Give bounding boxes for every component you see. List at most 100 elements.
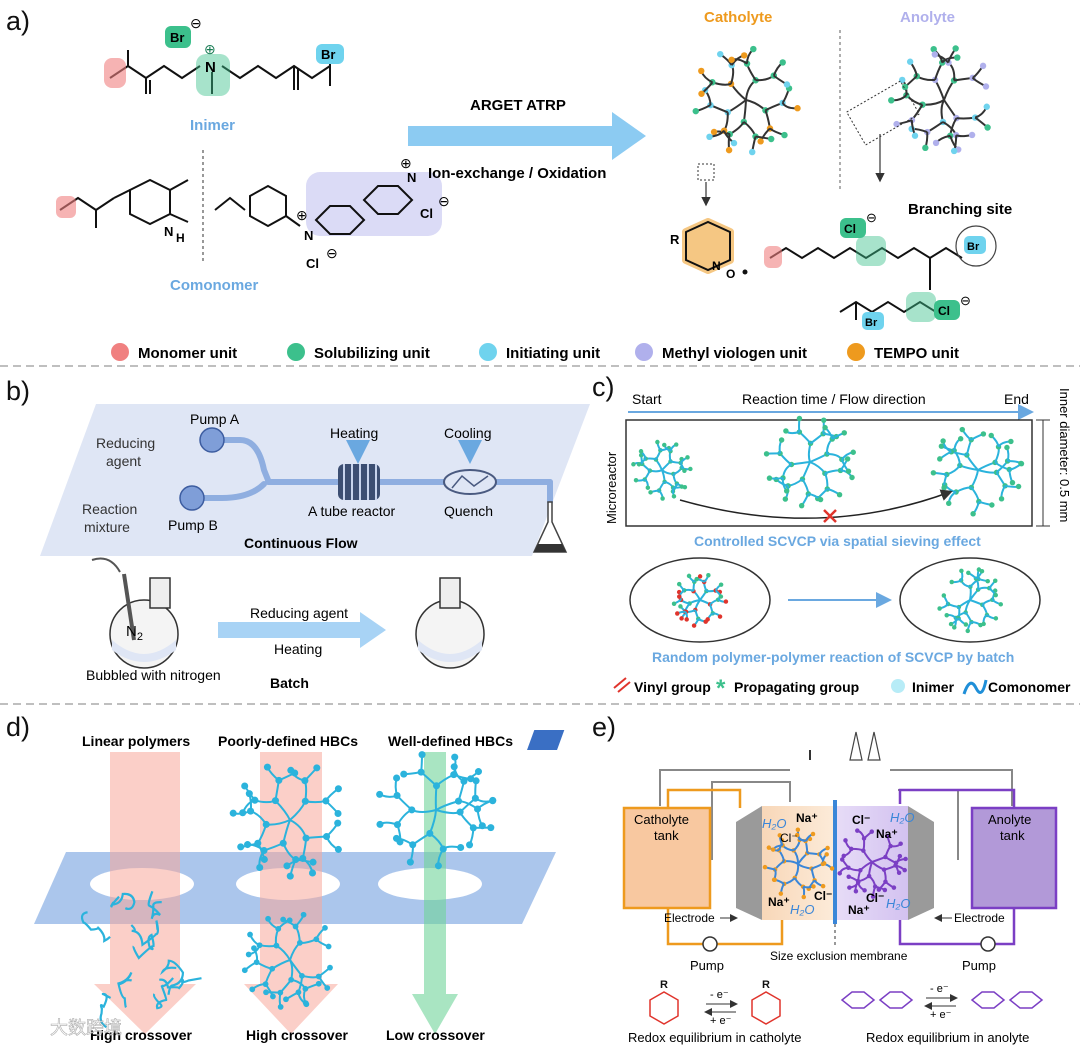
catholyte-zoom-box	[697, 163, 715, 181]
legend-propagating: Propagating group	[734, 679, 859, 695]
d-poorly-bottom-unit	[251, 945, 257, 952]
batch-flask-right-liquid	[418, 640, 482, 662]
viologen-comonomer-structure	[214, 184, 301, 228]
catholyte-loop-top	[666, 788, 742, 808]
d-well-unit	[400, 770, 408, 778]
e-catholyte-unit	[778, 891, 784, 896]
batch-left-unit	[691, 623, 697, 628]
tempo-comonomer-structure	[59, 178, 189, 228]
well-label: Well-defined HBCs	[388, 733, 513, 749]
e-catholyte-unit	[795, 827, 801, 832]
legend-dot-1	[287, 343, 305, 361]
batch-left-unit	[679, 616, 684, 621]
micro-medium-unit	[849, 474, 855, 481]
tempo-n: N	[712, 259, 721, 273]
catholyte-unit	[767, 135, 775, 143]
na-left-top: Na⁺	[796, 811, 818, 825]
batch-left-unit	[684, 617, 689, 622]
e-anolyte-unit	[837, 871, 842, 876]
cooling-label: Cooling	[444, 425, 491, 441]
d-poorly-top-unit	[286, 872, 294, 880]
anolyte-unit	[979, 62, 987, 70]
inimer-n-atom: N	[205, 59, 216, 76]
d-poorly-bottom-unit	[241, 967, 248, 974]
viologen-redox-structures	[840, 991, 1044, 1009]
flow-tubing	[201, 437, 553, 505]
anolyte-segment	[922, 99, 945, 106]
tube-reactor-label: A tube reactor	[308, 503, 396, 519]
anolyte-unit	[984, 124, 991, 131]
d-well-unit	[376, 790, 384, 798]
electrode-left-plate	[736, 806, 762, 920]
anolyte-unit	[968, 131, 976, 139]
micro-small-unit	[688, 466, 693, 472]
an-minus-e: - e⁻	[930, 983, 949, 995]
d-poorly-top-unit	[308, 869, 317, 877]
redox-anolyte-label: Redox equilibrium in anolyte	[866, 1030, 1029, 1045]
micro-large-unit	[1009, 479, 1016, 486]
catholyte-segment	[745, 79, 757, 101]
catholyte-unit	[750, 45, 757, 53]
na-right-bottom: Na⁺	[848, 903, 870, 917]
catholyte-unit	[779, 59, 786, 66]
d-well-unit	[474, 768, 482, 776]
electrode-right-label: Electrode	[954, 911, 1005, 925]
catholyte-segment	[730, 83, 747, 101]
power-tower-icon-2	[867, 731, 881, 761]
branch-cl-2: Cl	[938, 304, 950, 318]
legend-dot-2	[479, 343, 497, 361]
branching-site-label: Branching site	[908, 201, 1012, 218]
batch-flask-right-neck	[439, 577, 461, 609]
catholyte-unit	[725, 146, 733, 154]
anolyte-segment	[940, 99, 945, 123]
quench-label: Quench	[444, 503, 493, 519]
batch-flask-left-neck	[149, 577, 171, 609]
d-poorly-top-unit	[309, 858, 317, 866]
catholyte-unit	[710, 128, 718, 136]
e-anolyte-unit	[896, 870, 902, 876]
reaction-time-label: Reaction time / Flow direction	[742, 391, 926, 407]
batch-right-unit	[993, 616, 999, 621]
micro-medium-unit	[844, 456, 851, 462]
micro-small-unit	[645, 485, 651, 490]
d-poorly-bottom-unit	[315, 980, 322, 987]
d-poorly-top-unit	[256, 863, 264, 871]
cl-left-bottom: Cl⁻	[814, 889, 832, 903]
catholyte-segment	[727, 99, 747, 114]
linear-chain	[99, 992, 112, 1029]
h2o-right-bottom: H₂O	[886, 896, 910, 911]
blocked-cross	[823, 509, 837, 523]
catholyte-unit	[794, 105, 801, 112]
anolyte-zoom-box	[845, 80, 921, 146]
pump-left-label: Pump	[690, 958, 724, 973]
micro-large-unit	[1004, 444, 1010, 451]
micro-large-unit	[957, 436, 964, 442]
anolyte-unit	[932, 139, 940, 147]
catholyte-unit	[706, 133, 713, 141]
micro-medium-unit	[796, 415, 803, 422]
micro-medium-unit	[763, 451, 770, 457]
inimer-label: Inimer	[190, 117, 235, 134]
anolyte-segment	[943, 99, 958, 119]
batch-right-unit	[998, 602, 1003, 607]
micro-small-unit	[673, 442, 679, 447]
anolyte-unit	[893, 120, 900, 128]
micro-medium-unit	[783, 488, 790, 494]
panel-d: d) Linear polymers Poorly-defined HBCs W…	[6, 712, 556, 1043]
pump-a-label: Pump A	[190, 411, 240, 427]
d-well-unit	[457, 843, 465, 852]
micro-large-unit	[937, 456, 943, 462]
e-anolyte-unit	[882, 887, 888, 893]
d-poorly-bottom-unit	[245, 951, 252, 958]
nitrogen-line	[91, 557, 121, 573]
micro-medium-unit	[798, 502, 805, 509]
na-left-bottom: Na⁺	[768, 895, 790, 909]
catholyte-unit	[730, 139, 738, 147]
e-anolyte-unit	[897, 853, 903, 859]
catholyte-unit	[757, 138, 764, 145]
linear-chain	[132, 933, 155, 960]
micro-small-unit	[648, 490, 653, 495]
e-catholyte-unit	[825, 845, 830, 851]
linear-chain	[117, 972, 133, 1009]
d-poorly-top-unit	[229, 809, 237, 817]
